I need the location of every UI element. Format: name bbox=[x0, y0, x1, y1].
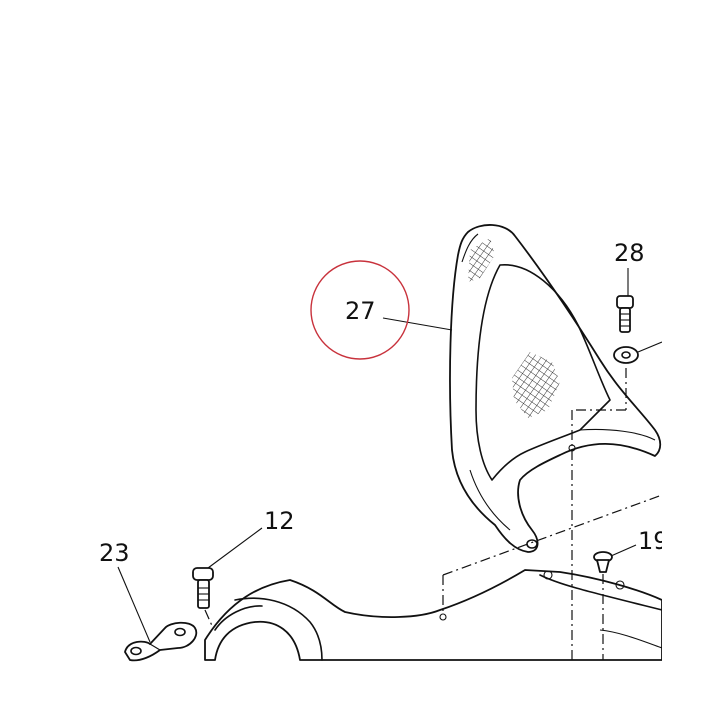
callout-27: 27 bbox=[345, 297, 376, 325]
callout-12: 12 bbox=[264, 507, 295, 535]
washer bbox=[613, 341, 662, 364]
housing-mount-hole bbox=[615, 580, 625, 590]
assembly-lines bbox=[439, 368, 662, 660]
highlight-circle bbox=[310, 260, 410, 360]
lower-housing bbox=[204, 569, 662, 661]
guard-panel-part-27 bbox=[449, 224, 662, 553]
callout-19: 19 bbox=[638, 527, 669, 555]
callout-28: 28 bbox=[614, 239, 645, 267]
bolt-part-12 bbox=[192, 567, 214, 629]
clip-part-19 bbox=[593, 551, 613, 573]
bracket-part-23 bbox=[124, 621, 198, 662]
callout-23: 23 bbox=[99, 539, 130, 567]
vent-mesh-upper bbox=[468, 238, 495, 282]
vent-mesh-lower bbox=[512, 352, 560, 418]
leader-lines bbox=[117, 268, 637, 643]
screw-part-28 bbox=[616, 295, 634, 333]
housing-mount-hole bbox=[543, 570, 553, 580]
